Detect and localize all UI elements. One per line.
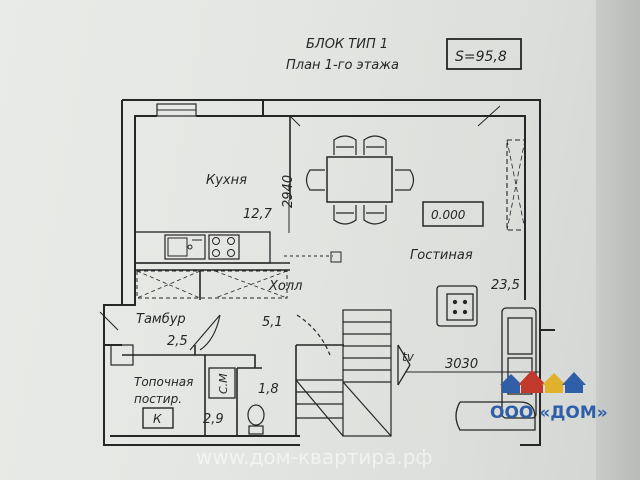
- entry-door: [99, 311, 221, 351]
- company-logo-icon: [500, 370, 586, 393]
- plan-title: БЛОК ТИП 1: [306, 37, 388, 52]
- total-area-label: S=95,8: [455, 49, 507, 65]
- chair-icon: [305, 135, 415, 225]
- washing-machine-box: [208, 367, 236, 399]
- level-mark: 0.000: [431, 208, 466, 222]
- sofa-icon: [455, 307, 537, 431]
- kitchen-dimension: 2940: [281, 175, 296, 208]
- plan-subtitle: План 1-го этажа: [286, 58, 399, 73]
- boiler-room-name: Топочная: [134, 375, 193, 389]
- armchair-icon: [436, 285, 478, 327]
- company-name: ООО «ДОМ»: [490, 403, 608, 423]
- tv-icon: [397, 344, 411, 386]
- kitchen-area: 12,7: [243, 207, 273, 222]
- stove-icon: [208, 234, 240, 260]
- watermark-site: www.дом-квартира.рф: [196, 445, 433, 469]
- kitchen-counter: [134, 231, 288, 299]
- vestibule-name: Тамбур: [136, 312, 186, 327]
- living-dimension: 3030: [445, 357, 478, 372]
- boiler-box: [142, 407, 174, 429]
- paper-edge-shadow: [596, 0, 640, 480]
- tv-label: tv: [402, 350, 415, 364]
- boiler-unit: [110, 344, 134, 366]
- boiler-room-name-2: постир.: [134, 392, 182, 406]
- bath-code: С.М: [217, 373, 230, 394]
- hall-name: Холл: [268, 279, 302, 294]
- sink-icon: [164, 234, 206, 260]
- outer-walls: [103, 99, 555, 446]
- hall-area: 5,1: [262, 315, 283, 330]
- area-box: [446, 38, 522, 70]
- living-area: 23,5: [491, 278, 520, 293]
- dining-table: [326, 156, 393, 203]
- level-mark-box: [422, 201, 484, 227]
- toilet-icon: [247, 404, 265, 435]
- boiler-label: К: [153, 412, 162, 426]
- kitchen-name: Кухня: [206, 173, 247, 188]
- bath-area: 1,8: [258, 382, 279, 397]
- staircase: [295, 309, 392, 437]
- boiler-room-area: 2,9: [203, 412, 224, 427]
- wardrobe: [506, 139, 526, 231]
- living-name: Гостиная: [410, 248, 473, 263]
- column-marker: [330, 251, 342, 263]
- vestibule-area: 2,5: [167, 334, 188, 349]
